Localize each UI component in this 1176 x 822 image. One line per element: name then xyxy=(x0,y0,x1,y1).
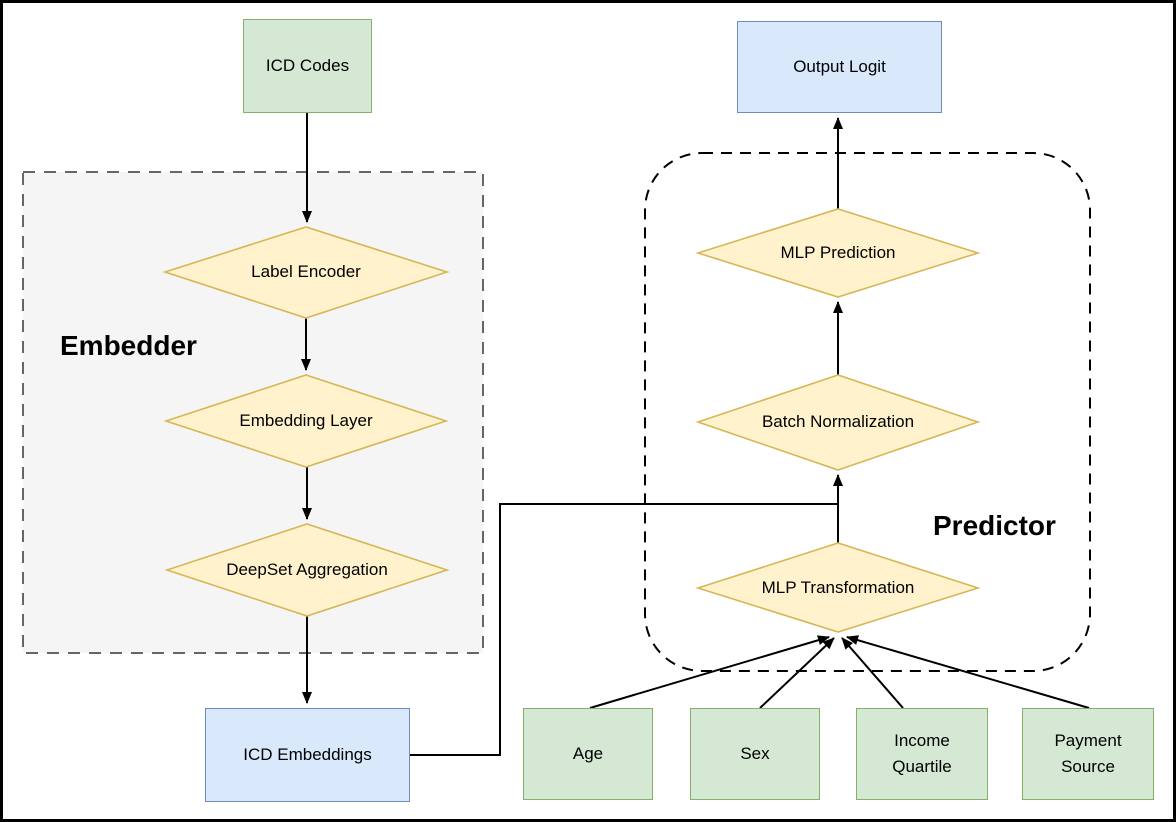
sex-label: Sex xyxy=(740,744,770,763)
icd-embeddings-label: ICD Embeddings xyxy=(243,745,372,764)
age-label: Age xyxy=(572,744,604,763)
income-quartile-label: Income Quartile xyxy=(892,731,952,776)
arrow-payment-source-to-mlp-transformation xyxy=(846,635,1090,709)
payment-source-label: Payment Source xyxy=(1054,731,1122,776)
predictor-group-label: Predictor xyxy=(933,510,1056,541)
age-node: Age xyxy=(523,708,653,800)
mlp-prediction-diamond xyxy=(695,208,981,298)
output-logit-label: Output Logit xyxy=(793,57,886,76)
label-encoder-diamond xyxy=(162,226,450,319)
connector-icd-embeddings-to-junction xyxy=(410,503,837,756)
icd-embeddings-node: ICD Embeddings xyxy=(205,708,410,802)
arrow-income-quartile-to-mlp-transformation xyxy=(841,637,904,709)
mlp-transformation-diamond xyxy=(695,542,981,633)
output-logit-node: Output Logit xyxy=(737,21,942,113)
batch-normalization-diamond xyxy=(695,374,981,471)
sex-node: Sex xyxy=(690,708,820,800)
label-encoder-label: Label Encoder xyxy=(251,262,361,281)
deepset-aggregation-diamond xyxy=(164,523,450,617)
arrow-sex-to-mlp-transformation xyxy=(759,637,835,709)
income-quartile-node: Income Quartile xyxy=(856,708,988,800)
arrow-age-to-mlp-transformation xyxy=(589,635,830,709)
mlp-transformation-label: MLP Transformation xyxy=(761,578,915,597)
batch-normalization-label: Batch Normalization xyxy=(761,412,915,431)
embedding-layer-diamond xyxy=(163,374,449,468)
icd-codes-label: ICD Codes xyxy=(265,56,350,75)
deepset-aggregation-label: DeepSet Aggregation xyxy=(226,560,388,579)
icd-codes-node: ICD Codes xyxy=(243,19,372,113)
embedder-group-label: Embedder xyxy=(60,330,197,361)
embedding-layer-label: Embedding Layer xyxy=(239,411,373,430)
payment-source-node: Payment Source xyxy=(1022,708,1154,800)
mlp-prediction-label: MLP Prediction xyxy=(780,243,896,262)
